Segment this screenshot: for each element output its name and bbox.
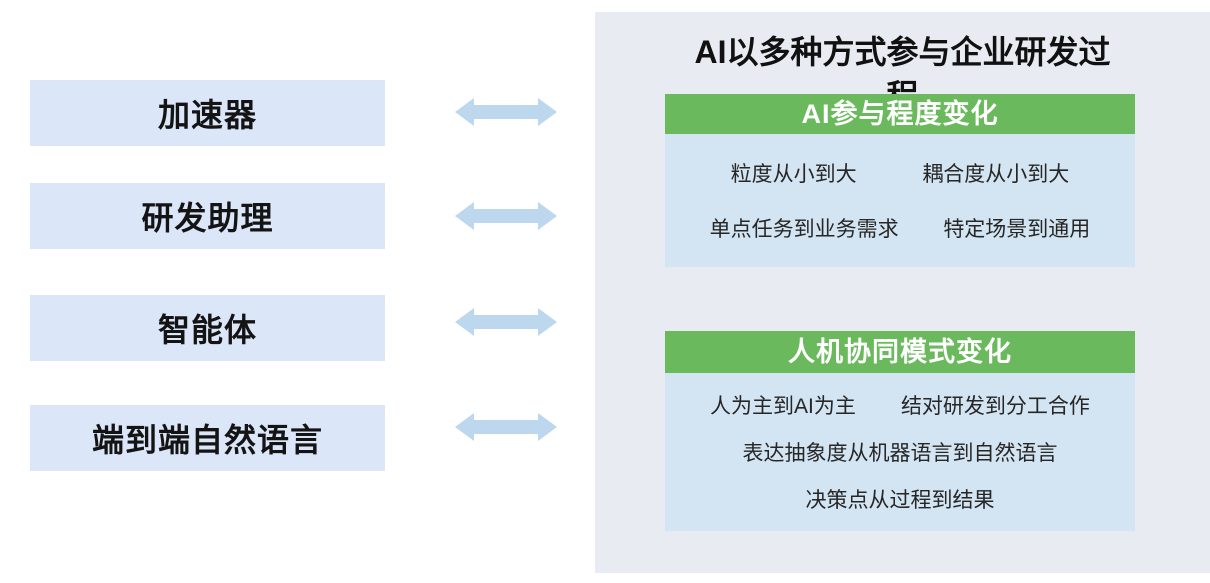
left-box-agent: 智能体 <box>30 295 385 361</box>
section-item: 决策点从过程到结果 <box>805 489 995 512</box>
section-row: 人为主到AI为主 结对研发到分工合作 <box>665 390 1135 420</box>
left-box-label: 端到端自然语言 <box>91 422 323 458</box>
left-box-label: 加速器 <box>157 97 257 133</box>
section-item: 表达抽象度从机器语言到自然语言 <box>742 442 1058 465</box>
section-item: 人为主到AI为主 <box>710 395 856 418</box>
section-header: 人机协同模式变化 <box>665 331 1135 373</box>
section-row: 粒度从小到大 耦合度从小到大 <box>665 158 1135 188</box>
left-box-e2e-natural-language: 端到端自然语言 <box>30 405 385 471</box>
section-body: 人为主到AI为主 结对研发到分工合作 表达抽象度从机器语言到自然语言 决策点从过… <box>665 373 1135 531</box>
section-row: 单点任务到业务需求 特定场景到通用 <box>665 213 1135 243</box>
section-item: 粒度从小到大 <box>730 163 857 187</box>
section-human-machine-collab: 人机协同模式变化 人为主到AI为主 结对研发到分工合作 表达抽象度从机器语言到自… <box>665 331 1135 531</box>
section-header: AI参与程度变化 <box>665 94 1135 134</box>
right-panel: AI以多种方式参与企业研发过 程 AI参与程度变化 粒度从小到大 耦合度从小到大… <box>595 12 1210 573</box>
double-arrow-icon <box>455 97 557 127</box>
section-ai-participation: AI参与程度变化 粒度从小到大 耦合度从小到大 单点任务到业务需求 特定场景到通… <box>665 94 1135 267</box>
double-arrow-icon <box>455 201 557 231</box>
section-item: 结对研发到分工合作 <box>900 395 1090 418</box>
section-body: 粒度从小到大 耦合度从小到大 单点任务到业务需求 特定场景到通用 <box>665 134 1135 267</box>
double-arrow-icon <box>455 307 557 337</box>
left-box-rd-assistant: 研发助理 <box>30 183 385 249</box>
section-row: 表达抽象度从机器语言到自然语言 <box>665 437 1135 467</box>
left-box-accelerator: 加速器 <box>30 80 385 146</box>
double-arrow-icon <box>455 412 557 442</box>
section-item: 耦合度从小到大 <box>922 163 1070 187</box>
section-item: 单点任务到业务需求 <box>709 217 899 241</box>
section-item: 特定场景到通用 <box>943 217 1091 241</box>
left-box-label: 智能体 <box>157 312 257 348</box>
panel-title-line: AI以多种方式参与企业研发过 <box>694 34 1111 70</box>
left-box-label: 研发助理 <box>141 200 274 236</box>
section-row: 决策点从过程到结果 <box>665 484 1135 514</box>
